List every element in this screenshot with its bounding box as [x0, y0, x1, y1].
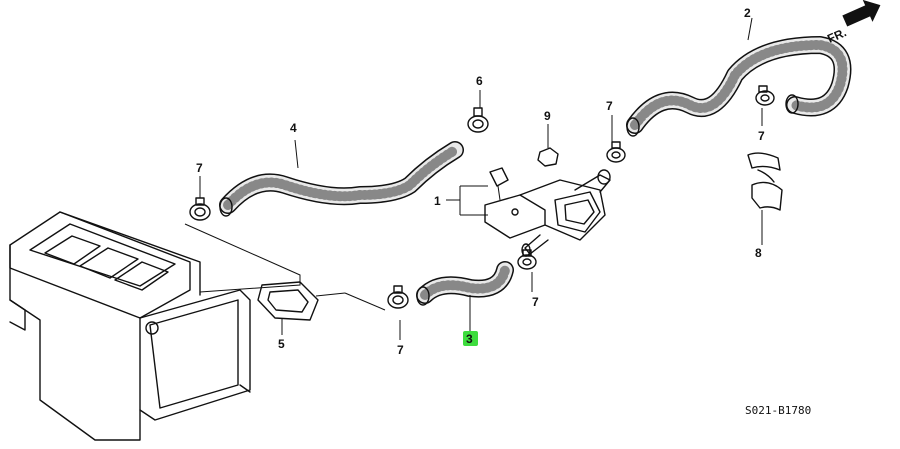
- front-direction-arrow-icon: [842, 0, 881, 27]
- clip-part-7-c[interactable]: [517, 249, 537, 292]
- callout-part-1[interactable]: 1: [434, 194, 441, 208]
- highlight-badge-part-3: [463, 331, 478, 346]
- callout-part-7-e[interactable]: 7: [758, 129, 765, 143]
- clip-part-7-d[interactable]: [606, 115, 626, 163]
- callout-part-6[interactable]: 6: [476, 74, 483, 88]
- hose-part-2[interactable]: [626, 36, 852, 137]
- clip-part-7-e[interactable]: [755, 85, 775, 126]
- grommet-part-5[interactable]: [257, 281, 319, 335]
- callout-part-7-a[interactable]: 7: [196, 161, 203, 175]
- clip-part-7-b[interactable]: [387, 285, 409, 340]
- heater-unit: [9, 211, 301, 441]
- callout-part-9[interactable]: 9: [544, 109, 551, 123]
- callout-part-3[interactable]: 3: [466, 332, 473, 346]
- water-valve-part-1[interactable]: [484, 167, 611, 257]
- diagram-reference-code: S021-B1780: [745, 404, 811, 417]
- callout-part-8[interactable]: 8: [755, 246, 762, 260]
- nut-part-9[interactable]: [537, 124, 559, 167]
- callout-part-7-b[interactable]: 7: [397, 343, 404, 357]
- guide-lines: [294, 17, 753, 332]
- callout-part-7-d[interactable]: 7: [606, 99, 613, 113]
- holder-part-8[interactable]: [747, 152, 783, 245]
- callout-part-2[interactable]: 2: [744, 6, 751, 20]
- callout-part-4[interactable]: 4: [290, 121, 297, 135]
- front-direction-label: FR.: [825, 25, 848, 46]
- hose-part-4[interactable]: [219, 141, 464, 217]
- clip-part-7-a[interactable]: [189, 176, 211, 221]
- hose-part-3[interactable]: [416, 261, 514, 306]
- callout-part-7-c[interactable]: 7: [532, 295, 539, 309]
- clip-part-6[interactable]: [467, 90, 489, 133]
- callout-part-5[interactable]: 5: [278, 337, 285, 351]
